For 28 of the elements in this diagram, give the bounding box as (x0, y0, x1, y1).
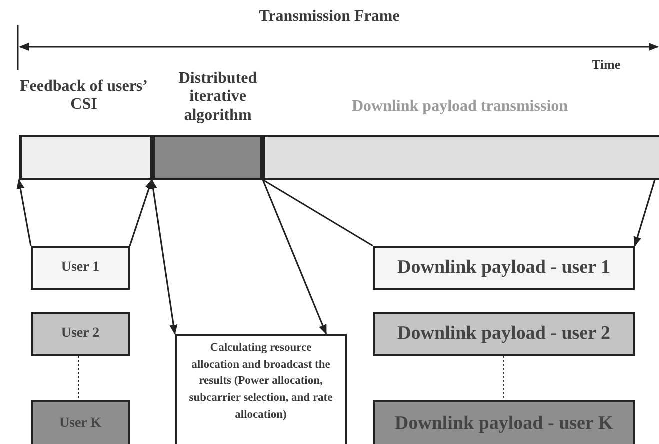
arrow (262, 180, 328, 335)
process-box (175, 334, 347, 444)
payload-box (373, 400, 635, 444)
box-label: Downlink payload - user K (394, 413, 614, 435)
dotted-connector (78, 356, 80, 400)
box-label: User 2 (61, 326, 100, 342)
segment-heading: Downlink payload transmission (350, 98, 570, 116)
process-description: Calculating resource allocation and broadcast the results (Power allocation, subcarrier selection, and rate allocation) (188, 341, 334, 423)
axis-label: Time (592, 57, 621, 73)
user-box (31, 400, 130, 444)
arrow (149, 179, 178, 335)
arrow (16, 179, 32, 246)
arrow (129, 179, 153, 246)
box-label: Downlink payload - user 1 (398, 257, 610, 279)
frame-segment (263, 135, 659, 180)
frame-segment (19, 135, 152, 180)
diagram-title: Transmission Frame (258, 8, 401, 26)
payload-box (373, 312, 635, 356)
frame-segment (152, 135, 263, 180)
arrow (634, 180, 656, 247)
payload-box (373, 246, 635, 290)
segment-heading: Distributed iterative algorithm (178, 70, 258, 126)
box-label: User K (59, 416, 102, 432)
segment-heading: Feedback of users’ CSI (19, 78, 149, 115)
box-label: User 1 (61, 260, 100, 276)
user-box (31, 246, 130, 290)
user-box (31, 312, 130, 356)
box-label: Downlink payload - user 2 (398, 323, 610, 345)
